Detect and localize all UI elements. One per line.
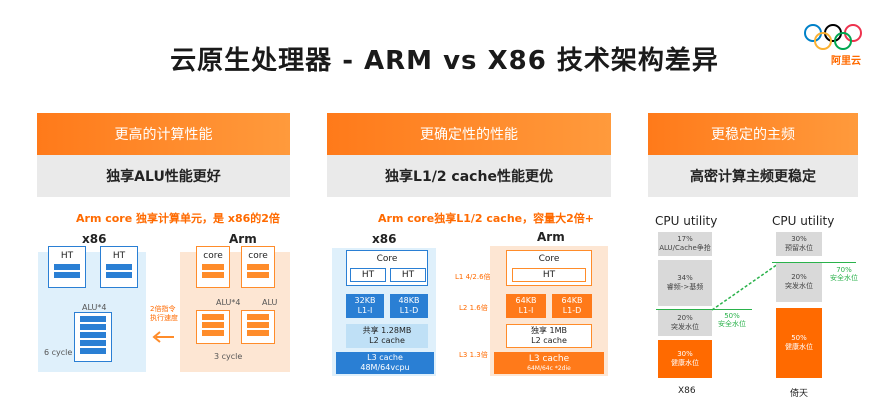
cpu-utility-label: CPU utility [655,214,718,228]
x86-util-turbo: 34% 睿频->基频 [658,260,712,306]
l3-cache-size: 64M/64c *2die [527,364,571,372]
column-header: 更稳定的主频 [648,113,858,155]
cpu-utility-label: CPU utility [772,214,835,228]
ht-box: HT [350,268,386,282]
l2-cache: 共享 1.28MB L2 cache [346,324,428,348]
ht-register-stack [106,264,132,278]
x86-safe-line [656,309,752,310]
arm-util-reserved: 30% 预留水位 [776,232,822,256]
l1-i-cache: 64KB L1-I [506,294,546,318]
x86-label: x86 [372,232,397,246]
arm-safe-line [772,262,856,263]
ratio-l1: L1 4/2.6倍 [455,273,491,281]
alu-label: ALU*4 [216,298,241,307]
speed-note: 2倍指令 执行速度 [150,305,178,323]
x86-util-burst: 20% 突发水位 [658,310,712,336]
ht-box: HT [390,268,426,282]
column-header: 更确定性的性能 [327,113,611,155]
arm-util-healthy: 50% 健康水位 [776,308,822,378]
core-register-stack [202,264,224,278]
arrow-left-icon [152,331,174,343]
column-performance: 更高的计算性能 独享ALU性能更好 [37,113,290,197]
brand-logo: 阿里云 [831,56,861,67]
l3-cache: L3 cache 48M/64vcpu [336,352,434,374]
column-subheader: 高密计算主频更稳定 [648,155,858,197]
alu-stack [202,314,224,336]
arm-label: Arm [537,230,565,244]
ht-box: HT [512,268,586,282]
x86-util-healthy: 30% 健康水位 [658,340,712,378]
trend-line-icon [712,263,779,311]
alu-stack [80,316,106,354]
column-subheader: 独享L1/2 cache性能更优 [327,155,611,197]
x86-util-contention: 17% ALU/Cache争抢 [658,232,712,256]
l3-cache: L3 cache 64M/64c *2die [494,352,604,374]
caption: Arm core独享L1/2 cache，容量大2倍+ [378,212,594,225]
x86-name: X86 [678,386,696,396]
l2-cache: 独享 1MB L2 cache [506,324,592,348]
column-determinism: 更确定性的性能 独享L1/2 cache性能更优 [327,113,611,197]
olympic-rings-logo-icon [804,24,862,50]
l1-d-cache: 64KB L1-D [552,294,592,318]
l1-d-cache: 48KB L1-D [390,294,428,318]
x86-safe-label: 50% 安全水位 [718,312,746,329]
alu-label: ALU*4 [82,303,107,312]
cycle-label: 3 cycle [214,352,243,361]
l3-cache-label: L3 cache [528,354,570,364]
arm-safe-label: 70% 安全水位 [830,266,858,283]
x86-label: x86 [82,232,107,246]
column-frequency: 更稳定的主频 高密计算主频更稳定 [648,113,858,197]
cycle-label: 6 cycle [44,348,73,357]
arm-name: 倚天 [790,389,809,399]
arm-util-burst: 20% 突发水位 [776,262,822,302]
page-title: 云原生处理器 - ARM vs X86 技术架构差异 [170,46,719,76]
ratio-l2: L2 1.6倍 [459,304,488,312]
ratio-l3: L3 1.3倍 [459,351,488,359]
column-subheader: 独享ALU性能更好 [37,155,290,197]
l1-i-cache: 32KB L1-I [346,294,384,318]
core-register-stack [247,264,269,278]
caption: Arm core 独享计算单元，是 x86的2倍 [76,212,280,225]
core-box: core [196,246,230,288]
ht-register-stack [54,264,80,278]
alu-stack [247,314,269,336]
alu-label: ALU [262,298,278,307]
arm-label: Arm [229,232,257,246]
column-header: 更高的计算性能 [37,113,290,155]
